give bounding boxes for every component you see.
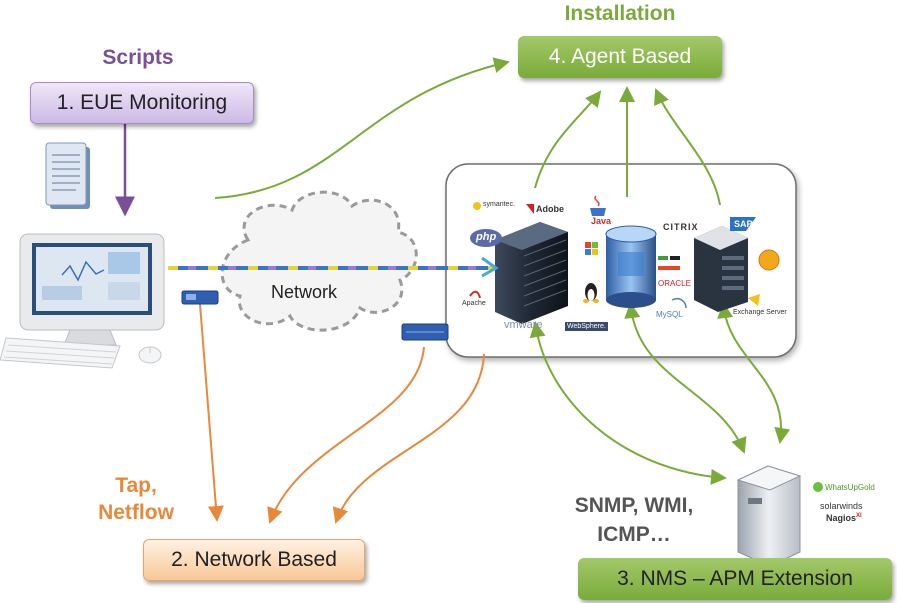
network-based-box: 2. Network Based (143, 539, 365, 581)
adobe-logo-icon (526, 204, 534, 214)
network-label: Network (271, 282, 338, 302)
sap-logo-text: SAP (734, 219, 753, 229)
nms-apm-box: 3. NMS – APM Extension (578, 558, 892, 600)
snmp-text: SNMP, WMI, (574, 494, 694, 517)
linux-tux-icon (583, 283, 599, 303)
settings-gear-icon (758, 249, 780, 271)
tap-text: Tap, (115, 474, 157, 497)
network-cloud-shape (220, 190, 418, 332)
nagios-xi-text: XI (856, 513, 862, 519)
colored-chip-icon (658, 256, 680, 270)
php-logo-icon (470, 229, 502, 247)
installation-label: Installation (564, 2, 676, 25)
scripts-label: Scripts (102, 46, 174, 69)
apache-logo-text: Apache (462, 300, 486, 307)
vmware-logo-text: vmware (504, 319, 543, 331)
citrix-logo-text: CITRIX (663, 222, 699, 232)
icmp-text: ICMP… (597, 523, 671, 546)
java-logo-icon (590, 195, 606, 216)
apache-logo-icon (469, 290, 481, 299)
agent-based-box: 4. Agent Based (518, 36, 722, 78)
exchange-logo-text: Exchange Server (733, 309, 787, 316)
sap-logo-icon (730, 217, 756, 231)
windows-logo-icon (585, 242, 598, 255)
oracle-logo-text: ORACLE (658, 279, 691, 288)
eue-monitoring-box: 1. EUE Monitoring (30, 82, 254, 124)
app-server-icon (694, 226, 748, 312)
nagios-text: Nagios (826, 513, 857, 523)
desktop-computer-icon (0, 233, 165, 369)
server-rack-icon (481, 222, 568, 324)
exchange-logo-icon (748, 294, 760, 306)
tap-device-icon (181, 290, 219, 305)
mysql-logo-text: MySQL (656, 310, 683, 319)
solarwinds-logo-text: solarwinds (820, 501, 863, 511)
adobe-logo-text: Adobe (536, 204, 564, 214)
snmp-label: SNMP, WMI, ICMP… (552, 491, 716, 549)
nagios-logo-text: NagiosXI (826, 513, 862, 523)
java-logo-text: Java (591, 216, 612, 226)
symantec-logo-icon (473, 202, 481, 210)
scripts-document-icon (45, 142, 90, 209)
symantec-logo-text: symantec. (483, 201, 515, 208)
netflow-text: Netflow (98, 501, 174, 524)
whatsup-logo-icon (813, 482, 823, 492)
tap-arrow (199, 303, 224, 522)
network-appliance-icon (401, 323, 449, 341)
tap-label: Tap, Netflow (88, 472, 184, 526)
nms-server-icon (736, 465, 802, 567)
database-icon (605, 225, 657, 308)
whatsup-logo-text: WhatsUpGold (825, 483, 875, 492)
mysql-logo-icon (671, 297, 687, 309)
php-logo-text: php (476, 231, 497, 243)
websphere-logo-text: WebSphere. (565, 322, 608, 331)
pc-to-agent-arrow (214, 57, 510, 199)
